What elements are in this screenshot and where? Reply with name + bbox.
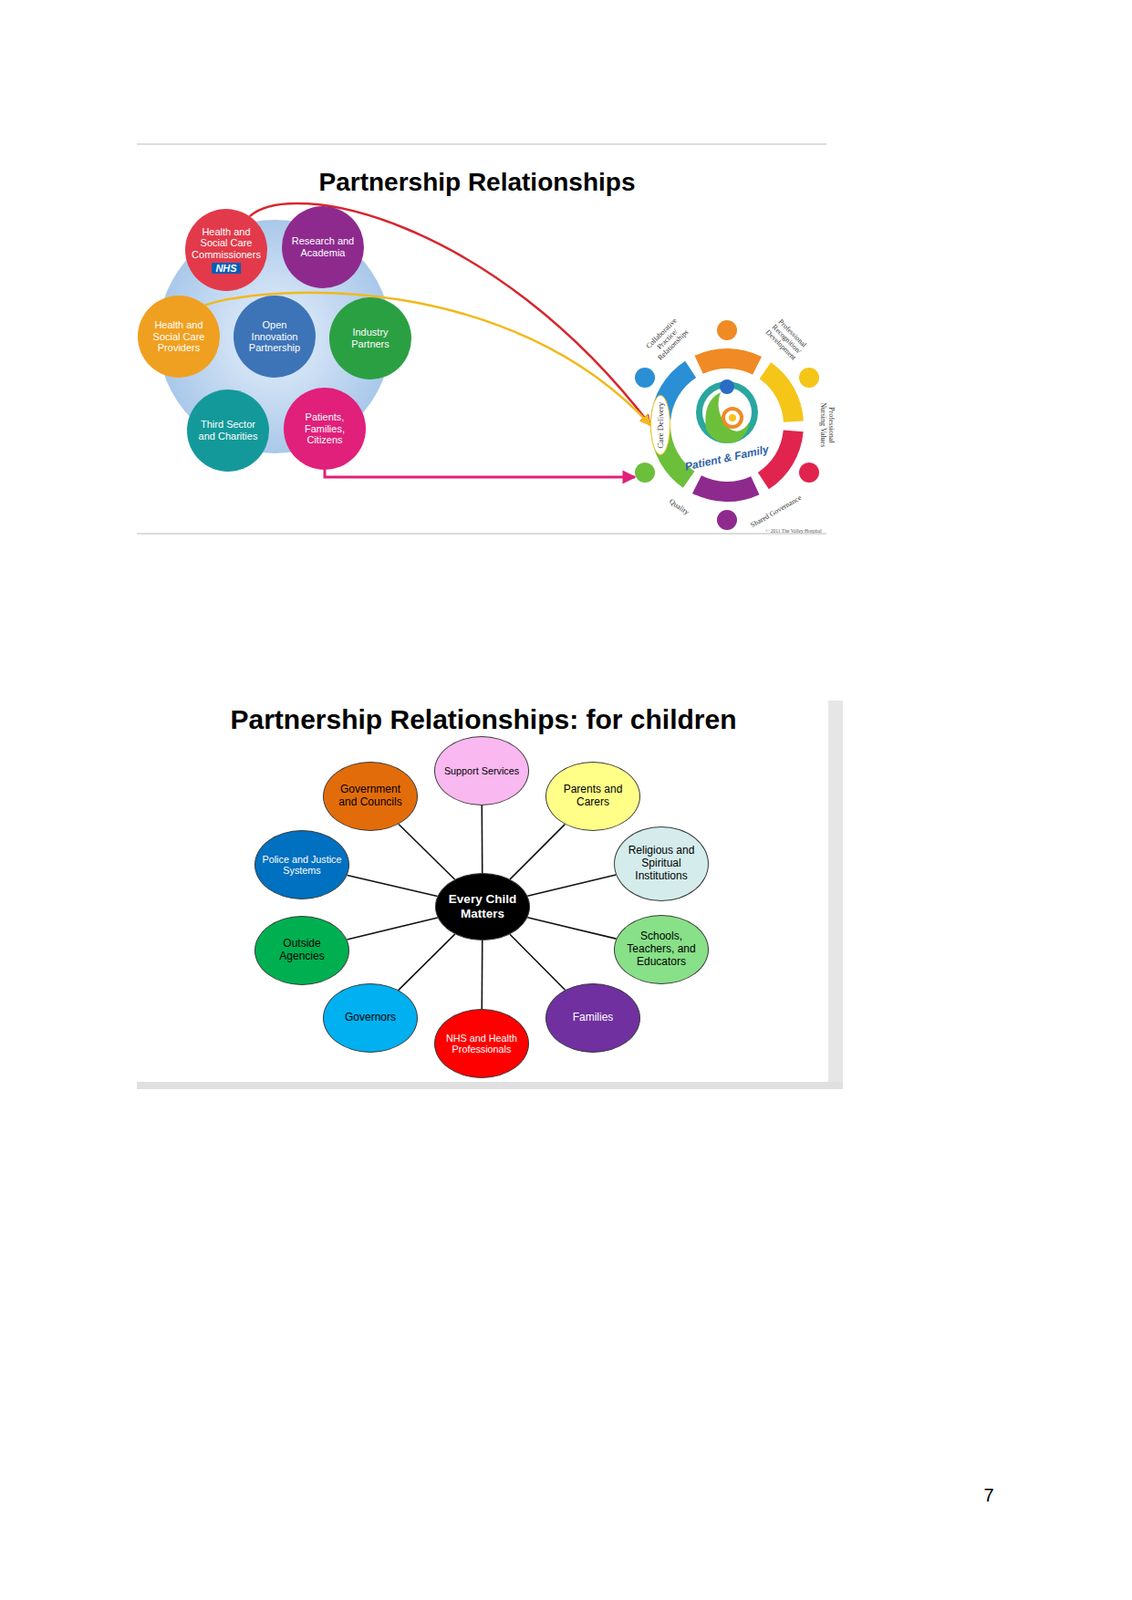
circle-node: Patients, Families, Citizens [283, 387, 366, 470]
slide-title: Partnership Relationships [294, 167, 660, 198]
node-text: Support Services [444, 765, 520, 777]
node-text: Patient & Family [684, 443, 770, 474]
text-wrap: Industry Partners [336, 326, 405, 350]
circle-node: Religious and Spiritual Institutions [613, 826, 709, 902]
copyright-note: © 2011 The Valley Hospital [752, 528, 835, 534]
text-wrap: Patients, Families, Citizens [290, 411, 359, 447]
text-wrap: Support Services [437, 765, 526, 777]
text-wrap: Governors [332, 1011, 409, 1025]
text-wrap: Outside Agencies [270, 937, 334, 964]
spoke-line [527, 917, 616, 939]
spoke-line [509, 824, 565, 880]
arrow-connector [205, 292, 651, 426]
node-text: Industry Partners [336, 326, 405, 350]
node-text: Research and Academia [289, 235, 357, 259]
frame-bar [136, 1081, 843, 1090]
text-wrap: Families [554, 1011, 632, 1025]
text-wrap: Government and Councils [334, 783, 406, 810]
frame-bar [828, 700, 843, 1090]
text-wrap: Every Child Matters [438, 892, 527, 921]
slide-title: Partnership Relationships: for children [191, 704, 776, 735]
circle-node: Support Services [434, 736, 530, 806]
circle-node: Industry Partners [329, 297, 412, 380]
circle-node: Governors [322, 983, 418, 1053]
ring-label: Professional Nursing Values [818, 395, 835, 455]
spoke-line [480, 805, 483, 873]
text-wrap: NHS and Health Professionals [437, 1032, 526, 1056]
care-delivery-oval: Care Delivery [650, 394, 671, 456]
arrow-connector [324, 469, 635, 478]
circle-node: Parents and Carers [545, 761, 641, 831]
circle-node: Government and Councils [322, 761, 418, 831]
circle-node: Outside Agencies [254, 915, 350, 986]
node-text: Government and Councils [334, 783, 406, 810]
rule-line [136, 143, 827, 146]
ring-label: Collaborative Practice/ Relationships [640, 311, 696, 367]
spoke-line [346, 917, 437, 940]
circle-node: Families [545, 983, 641, 1053]
circle-node: Open Innovation Partnership [233, 295, 316, 378]
circle-node: Police and Justice Systems [254, 830, 350, 900]
node-text: Patients, Families, Citizens [290, 411, 359, 447]
circle-node: Research and Academia [281, 206, 364, 289]
spoke-line [480, 940, 483, 1009]
text-wrap: Health and Social Care Providers [145, 319, 213, 354]
page-number: 7 [975, 1485, 1003, 1506]
rule-line [136, 532, 827, 535]
node-text: Police and Justice Systems [258, 853, 346, 877]
text-wrap: Third Sector and Charities [194, 418, 262, 442]
node-text: Health and Social Care Providers [145, 319, 213, 354]
circle-node: Health and Social Care CommissionersNHS [185, 208, 268, 291]
text-wrap: Schools, Teachers, and Educators [621, 930, 702, 968]
text-wrap: Health and Social Care CommissionersNHS [192, 226, 260, 275]
node-text: Governors [344, 1011, 396, 1025]
ring-label: Quality [661, 493, 696, 521]
spoke-line [398, 934, 456, 990]
node-text: Families [572, 1011, 614, 1025]
nhs-badge: NHS [211, 262, 240, 275]
node-text: Outside Agencies [270, 937, 334, 964]
circle-node: Health and Social Care Providers [137, 295, 220, 378]
node-text: Health and Social Care Commissioners [191, 226, 261, 261]
circle-node: NHS and Health Professionals [434, 1008, 530, 1079]
spoke-line [527, 874, 616, 896]
node-text: Parents and Carers [560, 783, 625, 810]
text-wrap: Care Delivery [637, 420, 685, 430]
text-wrap: Parents and Carers [560, 783, 625, 810]
text-wrap: Police and Justice Systems [258, 853, 346, 877]
node-text: Care Delivery [655, 402, 665, 449]
circle-node: Every Child Matters [435, 872, 530, 941]
spoke-line [398, 824, 456, 881]
spoke-line [347, 875, 438, 897]
text-wrap: Research and Academia [289, 235, 357, 259]
text-wrap: Religious and Spiritual Institutions [624, 844, 698, 883]
spoke-line [509, 934, 566, 990]
node-text: Every Child Matters [438, 892, 527, 921]
node-text: Schools, Teachers, and Educators [621, 930, 702, 968]
circle-node: Schools, Teachers, and Educators [613, 914, 709, 985]
node-text: Third Sector and Charities [194, 418, 262, 442]
circle-node: Third Sector and Charities [186, 389, 270, 472]
node-text: Religious and Spiritual Institutions [624, 844, 698, 883]
text-wrap: Open Innovation Partnership [240, 319, 309, 354]
node-text: Open Innovation Partnership [240, 319, 309, 354]
ring-label: Professional Recognition/ Development [758, 311, 814, 367]
node-text: NHS and Health Professionals [437, 1032, 526, 1056]
